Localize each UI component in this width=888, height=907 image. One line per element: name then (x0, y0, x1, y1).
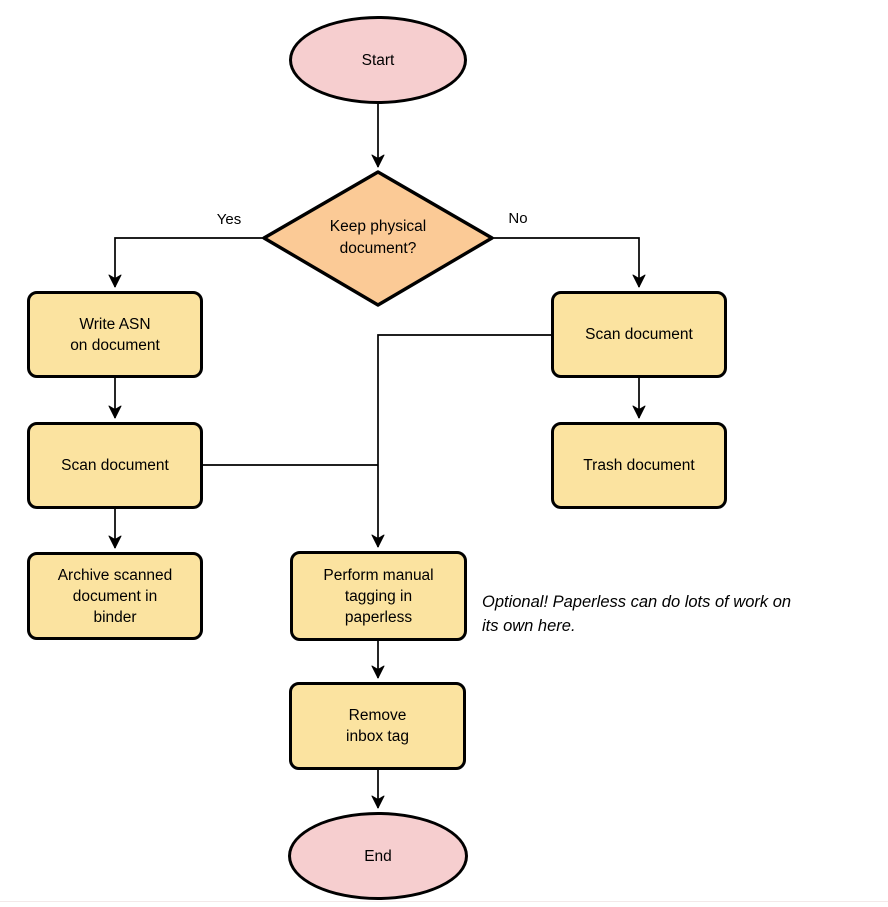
node-manual-tagging-line: tagging in (344, 587, 413, 605)
node-write-asn-line: on document (70, 336, 160, 354)
node-remove-inbox-line: inbox tag (346, 728, 409, 745)
node-archive-line: document in (72, 587, 158, 605)
node-start-label: Start (361, 51, 395, 69)
node-manual-tagging: Perform manual tagging in paperless (290, 551, 467, 641)
decision-label-line: Keep physical (329, 218, 427, 235)
decision-diamond-shape (262, 170, 494, 307)
node-manual-tagging-line: Perform manual (323, 566, 434, 584)
node-end-label: End (364, 847, 392, 865)
node-manual-tagging-line: paperless (344, 608, 413, 626)
node-start: Start (289, 16, 467, 104)
node-decision-label: Keep physical document? (288, 213, 468, 263)
edge-label-yes: Yes (216, 211, 242, 228)
node-scan-document-right: Scan document (551, 291, 727, 378)
edge-label-no: No (508, 210, 528, 227)
node-archive-line: binder (93, 608, 137, 626)
node-trash-document: Trash document (551, 422, 727, 509)
bottom-hairline (0, 901, 888, 902)
edge-scan-right-to-tagging (371, 334, 551, 548)
optional-annotation: Optional! Paperless can do lots of work … (482, 590, 888, 638)
edge-decision-no-to-scan-right (490, 237, 646, 288)
node-scan-document-left: Scan document (27, 422, 203, 509)
node-scan-document-left-label: Scan document (61, 457, 169, 474)
optional-annotation-line: Optional! Paperless can do lots of work … (482, 593, 792, 611)
node-remove-inbox-line: Remove (348, 707, 407, 724)
node-archive-binder: Archive scanned document in binder (27, 552, 203, 640)
node-write-asn: Write ASN on document (27, 291, 203, 378)
node-scan-document-right-label: Scan document (585, 326, 693, 343)
edge-decision-yes-to-write-asn (108, 237, 266, 288)
node-trash-document-label: Trash document (583, 457, 695, 474)
decision-label-line: document? (339, 240, 417, 257)
node-remove-inbox-tag: Remove inbox tag (289, 682, 466, 770)
node-end: End (288, 812, 468, 900)
node-archive-line: Archive scanned (57, 566, 173, 584)
optional-annotation-line: its own here. (482, 617, 576, 635)
node-write-asn-line: Write ASN (79, 315, 151, 333)
